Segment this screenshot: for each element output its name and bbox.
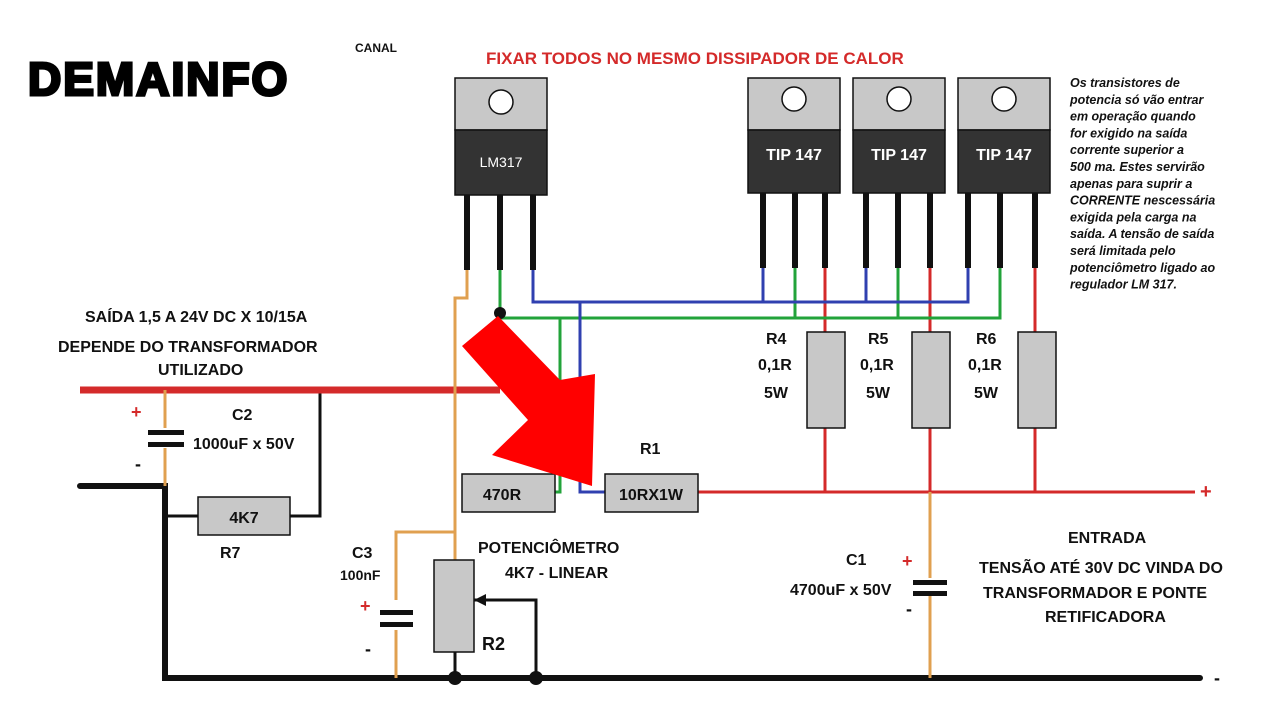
- note-line: CORRENTE nescessária: [1070, 194, 1215, 208]
- note-line: exigida pela carga na: [1070, 210, 1196, 224]
- r4-value: 0,1R: [758, 357, 792, 374]
- pot-value: 4K7 - LINEAR: [505, 565, 609, 582]
- brand-name: DEMAINFO: [28, 53, 289, 105]
- transistor-label: TIP 147: [976, 147, 1032, 164]
- input-line1: TENSÃO ATÉ 30V DC VINDA DO: [979, 557, 1223, 577]
- tip147-transistor-2: TIP 147: [852, 77, 946, 268]
- resistor-r7: 4K7 R7: [197, 496, 291, 562]
- note-line: saída. A tensão de saída: [1070, 227, 1214, 241]
- output-spec: SAÍDA 1,5 A 24V DC X 10/15A: [85, 307, 308, 326]
- r1-name: R1: [640, 441, 661, 458]
- output-note: DEPENDE DO TRANSFORMADOR: [58, 339, 318, 356]
- r6-name: R6: [976, 331, 997, 348]
- c3-value: 100nF: [340, 567, 381, 583]
- junction-dot: [529, 671, 543, 685]
- c3-name: C3: [352, 545, 373, 562]
- potentiometer-r2: POTENCIÔMETRO 4K7 - LINEAR R2: [433, 538, 619, 654]
- note-line: potenciômetro ligado ao: [1069, 261, 1216, 275]
- capacitor-c2: + - C2 1000uF x 50V: [131, 402, 295, 474]
- note-line: Os transistores de: [1070, 76, 1180, 90]
- pot-label: POTENCIÔMETRO: [478, 538, 619, 557]
- transistor-label: TIP 147: [871, 147, 927, 164]
- r470-value: 470R: [483, 487, 522, 504]
- plus-sign: +: [360, 596, 371, 616]
- minus-sign: -: [365, 639, 371, 659]
- resistor-470r: 470R: [461, 473, 556, 513]
- r4-power: 5W: [764, 385, 789, 402]
- note-line: for exigido na saída: [1070, 126, 1187, 140]
- input-title: ENTRADA: [1068, 530, 1147, 547]
- resistor-r4: R4 0,1R 5W: [758, 331, 846, 429]
- transistor-label: TIP 147: [766, 147, 822, 164]
- plus-sign: +: [902, 551, 913, 571]
- resistor-r6: R6 0,1R 5W: [968, 331, 1057, 429]
- minus-sign: -: [135, 454, 141, 474]
- note-line: 500 ma. Estes servirão: [1070, 160, 1205, 174]
- r7-value: 4K7: [229, 510, 258, 527]
- r6-power: 5W: [974, 385, 999, 402]
- minus-sign: -: [906, 599, 912, 619]
- r1-value: 10RX1W: [619, 487, 684, 504]
- resistor-r5: R5 0,1R 5W: [860, 331, 951, 429]
- note-line: corrente superior a: [1070, 143, 1184, 157]
- junction-dot: [448, 671, 462, 685]
- heat-sink-heading: FIXAR TODOS NO MESMO DISSIPADOR DE CALOR: [486, 49, 904, 68]
- tip147-transistor-1: TIP 147: [747, 77, 841, 268]
- r5-power: 5W: [866, 385, 891, 402]
- tip147-transistor-3: TIP 147: [957, 77, 1051, 268]
- note-line: apenas para suprir a: [1070, 177, 1192, 191]
- note-text: Os transistores de potencia só vão entrar…: [1069, 76, 1216, 292]
- c2-name: C2: [232, 407, 253, 424]
- orange-wires: [163, 265, 932, 678]
- c2-value: 1000uF x 50V: [193, 436, 295, 453]
- note-line: regulador LM 317.: [1070, 278, 1177, 292]
- r4-name: R4: [766, 331, 787, 348]
- r6-value: 0,1R: [968, 357, 1002, 374]
- plus-sign: +: [131, 402, 142, 422]
- resistor-r1: 10RX1W R1: [604, 441, 699, 513]
- input-minus: -: [1214, 668, 1220, 688]
- capacitor-c3: C3 100nF + -: [340, 545, 413, 659]
- junction-dot: [494, 307, 506, 319]
- r5-value: 0,1R: [860, 357, 894, 374]
- pot-name: R2: [482, 634, 505, 654]
- c1-value: 4700uF x 50V: [790, 582, 892, 599]
- lm317-regulator: LM317: [454, 77, 548, 270]
- input-plus: +: [1200, 481, 1212, 503]
- input-line3: RETIFICADORA: [1045, 609, 1166, 626]
- blue-wires: [531, 260, 970, 494]
- capacitor-c1: C1 4700uF x 50V + -: [790, 551, 947, 619]
- c1-name: C1: [846, 552, 867, 569]
- note-line: será limitada pelo: [1070, 244, 1176, 258]
- r5-name: R5: [868, 331, 889, 348]
- lm317-label: LM317: [480, 154, 523, 170]
- green-wires: [498, 260, 1002, 494]
- note-line: em operação quando: [1070, 110, 1196, 124]
- r7-name: R7: [220, 545, 241, 562]
- output-note-2: UTILIZADO: [158, 362, 243, 379]
- input-line2: TRANSFORMADOR E PONTE: [983, 585, 1207, 602]
- note-line: potencia só vão entrar: [1069, 93, 1205, 107]
- brand-canal: CANAL: [355, 41, 397, 55]
- input-wires: [698, 260, 1195, 494]
- red-arrow-icon: [462, 316, 595, 486]
